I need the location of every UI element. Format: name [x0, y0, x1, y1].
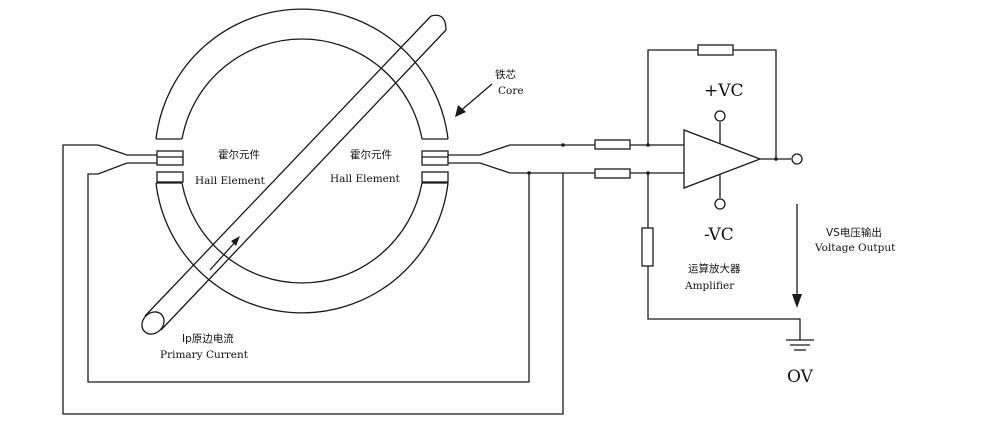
label-amplifier-zh: 运算放大器: [688, 262, 741, 275]
hall-element-left-lower: [156, 171, 184, 183]
label-hall-left-en: Hall Element: [195, 175, 266, 187]
resistor-ground: [641, 227, 654, 267]
right-wiring: [448, 143, 595, 175]
label-primary-zh: Ip原边电流: [182, 332, 234, 345]
minus-vc-terminal: [714, 198, 726, 210]
label-voltage-output-en: Voltage Output: [814, 242, 896, 254]
op-amp: [683, 110, 803, 210]
input-resistors: [594, 139, 684, 179]
current-direction-arrow: [209, 239, 238, 271]
label-core-en: Core: [498, 85, 524, 97]
label-hall-left-zh: 霍尔元件: [218, 148, 260, 161]
hall-element-right-lower: [421, 171, 449, 183]
resistor-feedback: [697, 44, 734, 56]
hall-element-left: [156, 150, 184, 166]
primary-conductor: [141, 14, 447, 335]
label-ground: OV: [787, 367, 814, 387]
resistor-input-bottom: [594, 168, 631, 179]
ground-symbol: [786, 339, 814, 351]
feedback-network: [647, 44, 777, 159]
label-primary-en: Primary Current: [160, 349, 249, 361]
hall-element-right: [421, 150, 449, 166]
left-wiring: [62, 144, 564, 415]
label-amplifier-en: Amplifier: [684, 280, 735, 292]
op-amp-triangle: [683, 129, 762, 189]
hall-elements: [156, 150, 449, 183]
conductor-end: [141, 311, 165, 335]
label-minus-vc: -VC: [704, 225, 734, 245]
ground-resistor-branch: [641, 173, 801, 340]
label-plus-vc: +VC: [704, 81, 744, 101]
plus-vc-terminal: [714, 110, 726, 122]
current-arrowhead: [231, 236, 240, 246]
label-core-zh: 铁芯: [495, 68, 516, 81]
label-hall-right-zh: 霍尔元件: [350, 148, 392, 161]
resistor-input-top: [594, 139, 631, 150]
label-voltage-output-zh: VS电压输出: [826, 226, 882, 239]
core-pointer: [455, 83, 493, 117]
output-arrow: [792, 204, 802, 308]
magnetic-core: [155, 8, 449, 314]
label-hall-right-en: Hall Element: [330, 173, 401, 185]
output-terminal: [791, 153, 803, 165]
